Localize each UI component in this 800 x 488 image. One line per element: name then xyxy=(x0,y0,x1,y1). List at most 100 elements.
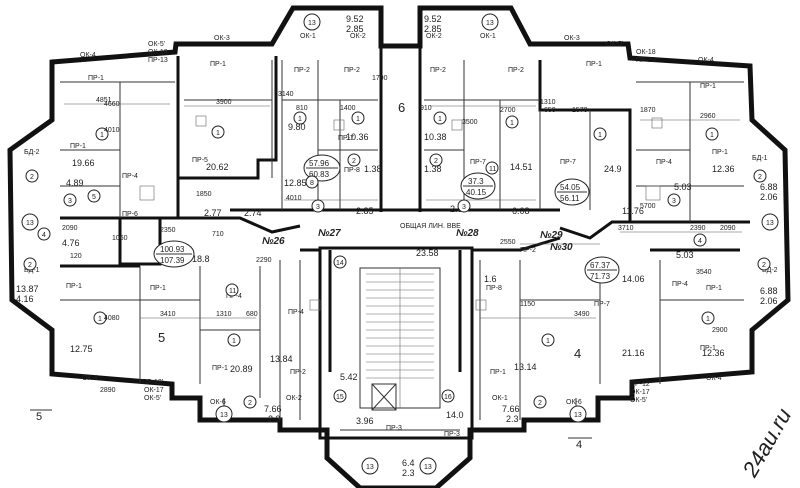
svg-text:57.96: 57.96 xyxy=(309,159,330,168)
svg-text:19.66: 19.66 xyxy=(72,158,95,168)
svg-text:4: 4 xyxy=(576,439,582,451)
svg-text:1790: 1790 xyxy=(372,75,388,82)
svg-text:ОК-4: ОК-4 xyxy=(698,57,714,64)
svg-text:ПР-1: ПР-1 xyxy=(88,75,104,82)
svg-text:5.42: 5.42 xyxy=(340,372,358,382)
svg-text:13: 13 xyxy=(26,220,34,227)
svg-text:14: 14 xyxy=(336,260,344,267)
svg-text:ПР-8: ПР-8 xyxy=(344,167,360,174)
svg-text:12.75: 12.75 xyxy=(70,344,93,354)
svg-text:ПР-8: ПР-8 xyxy=(486,285,502,292)
svg-text:6: 6 xyxy=(398,100,405,115)
svg-text:12.85: 12.85 xyxy=(284,178,307,188)
svg-text:6.4: 6.4 xyxy=(402,458,415,468)
stair-steps xyxy=(366,268,434,408)
svg-text:ПР-2: ПР-2 xyxy=(290,369,306,376)
svg-text:ПР-6: ПР-6 xyxy=(122,211,138,218)
svg-text:ПР-2: ПР-2 xyxy=(430,67,446,74)
svg-text:4851: 4851 xyxy=(96,97,112,104)
svg-text:2.06: 2.06 xyxy=(760,296,778,306)
svg-text:ОК-4: ОК-4 xyxy=(80,52,96,59)
svg-text:ПР-1: ПР-1 xyxy=(700,83,716,90)
svg-text:4.16: 4.16 xyxy=(16,294,34,304)
svg-text:ОК-1: ОК-1 xyxy=(492,395,508,402)
svg-text:2290: 2290 xyxy=(256,257,272,264)
corridor-note: ОБЩАЯ ЛИН. ВВЕ xyxy=(400,223,461,230)
svg-text:ПР-7: ПР-7 xyxy=(594,301,610,308)
svg-text:ПР-3: ПР-3 xyxy=(444,431,460,438)
svg-text:11.76: 11.76 xyxy=(622,206,644,216)
svg-text:2700: 2700 xyxy=(500,107,516,114)
svg-text:2.3: 2.3 xyxy=(268,414,281,424)
dimension-lines xyxy=(64,103,742,319)
svg-text:2: 2 xyxy=(352,158,356,165)
section-marks: 5 5 6 4 4 xyxy=(30,100,592,451)
svg-text:13: 13 xyxy=(366,464,374,471)
svg-text:2: 2 xyxy=(434,158,438,165)
svg-text:2: 2 xyxy=(28,262,32,269)
svg-text:1: 1 xyxy=(710,132,714,139)
svg-text:3140: 3140 xyxy=(278,91,294,98)
svg-text:№27: №27 xyxy=(318,228,341,239)
svg-text:9.80: 9.80 xyxy=(288,122,306,132)
svg-text:1850: 1850 xyxy=(196,191,212,198)
svg-text:1: 1 xyxy=(510,120,514,127)
svg-text:3500: 3500 xyxy=(462,119,478,126)
svg-text:4010: 4010 xyxy=(104,127,120,134)
svg-text:20.89: 20.89 xyxy=(230,364,253,374)
svg-text:1: 1 xyxy=(546,338,550,345)
svg-text:3: 3 xyxy=(672,198,676,205)
svg-text:37.3: 37.3 xyxy=(468,177,484,186)
svg-text:№26: №26 xyxy=(262,236,285,247)
svg-text:2090: 2090 xyxy=(62,225,78,232)
svg-text:ПР-4: ПР-4 xyxy=(672,281,688,288)
svg-text:6.88: 6.88 xyxy=(760,182,778,192)
svg-text:13.14: 13.14 xyxy=(514,362,537,372)
svg-text:15: 15 xyxy=(336,394,344,401)
svg-text:1310: 1310 xyxy=(540,99,556,106)
svg-text:2: 2 xyxy=(762,262,766,269)
svg-text:ПР-2: ПР-2 xyxy=(294,67,310,74)
svg-text:1150: 1150 xyxy=(520,301,535,308)
svg-text:ПР-12': ПР-12' xyxy=(630,381,651,388)
svg-text:10.38: 10.38 xyxy=(424,132,447,142)
svg-text:13: 13 xyxy=(574,412,582,419)
svg-text:ПР-4: ПР-4 xyxy=(288,309,304,316)
svg-text:2: 2 xyxy=(248,400,252,407)
svg-text:5700: 5700 xyxy=(640,203,656,210)
svg-text:2090: 2090 xyxy=(720,225,736,232)
svg-text:2890: 2890 xyxy=(100,387,116,394)
svg-text:ПР-7: ПР-7 xyxy=(470,159,486,166)
svg-text:ОК-5': ОК-5' xyxy=(148,41,165,48)
svg-text:1.38: 1.38 xyxy=(364,164,382,174)
svg-text:2390: 2390 xyxy=(690,225,706,232)
svg-text:6.08: 6.08 xyxy=(512,206,530,216)
svg-text:ОК-6: ОК-6 xyxy=(566,399,582,406)
svg-text:ОК-2: ОК-2 xyxy=(350,33,366,40)
svg-text:1400: 1400 xyxy=(340,105,356,112)
svg-text:4.89: 4.89 xyxy=(66,178,84,188)
svg-text:2.06: 2.06 xyxy=(760,192,778,202)
svg-text:ОК-18: ОК-18 xyxy=(636,49,656,56)
svg-text:3540: 3540 xyxy=(696,269,712,276)
svg-text:1: 1 xyxy=(706,316,710,323)
svg-text:ПР-5: ПР-5 xyxy=(192,157,208,164)
svg-text:ПР-1: ПР-1 xyxy=(212,365,228,372)
svg-text:ОК-2: ОК-2 xyxy=(286,395,302,402)
svg-text:ПР-4: ПР-4 xyxy=(226,293,242,300)
svg-text:2.3: 2.3 xyxy=(402,468,415,478)
svg-text:2.74: 2.74 xyxy=(244,208,262,218)
svg-text:ПР-7: ПР-7 xyxy=(560,159,576,166)
dimension-texts: 4851 3900 1310 2960 4010 1790 810 910 14… xyxy=(62,75,736,394)
svg-text:2.85: 2.85 xyxy=(346,24,364,34)
svg-text:ОК-5': ОК-5' xyxy=(606,41,623,48)
svg-text:7.66: 7.66 xyxy=(264,404,282,414)
svg-text:ОК-17: ОК-17 xyxy=(144,387,164,394)
svg-text:2350: 2350 xyxy=(160,227,176,234)
svg-text:11: 11 xyxy=(489,166,496,173)
svg-text:ОК-5': ОК-5' xyxy=(630,397,647,404)
svg-text:14.51: 14.51 xyxy=(510,162,533,172)
svg-text:1570: 1570 xyxy=(572,107,588,114)
stair-core xyxy=(318,246,474,440)
svg-text:2900: 2900 xyxy=(712,327,728,334)
